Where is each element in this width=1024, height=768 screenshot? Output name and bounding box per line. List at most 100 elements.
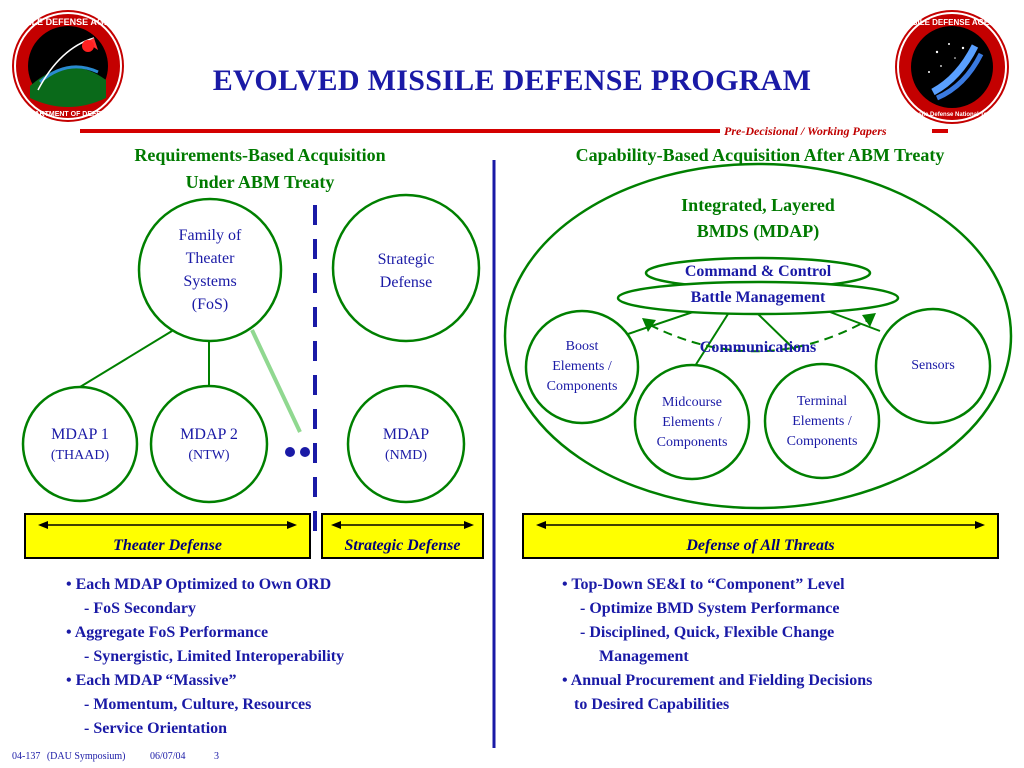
title-rule-end	[932, 129, 948, 133]
footer-date: 06/07/04	[149, 751, 186, 762]
bm-to-sensors-line	[829, 311, 881, 332]
bmds-label-line: Integrated, Layered	[681, 195, 835, 215]
mdap1-name: MDAP 1	[51, 426, 109, 443]
bmds-ellipse	[503, 162, 1013, 510]
strategic-defense-band: Strategic Defense	[321, 513, 484, 559]
left-bullet-text: Each MDAP Optimized to Own ORD	[75, 576, 332, 593]
boost-label-line: Components	[546, 379, 618, 394]
strategic-label-line: Strategic	[377, 251, 435, 268]
fos-to-dots-line	[250, 329, 302, 433]
left-sub-bullet-text: Service Orientation	[93, 720, 228, 737]
ellipsis-dot-2	[300, 447, 310, 457]
left-bullet-text: Each MDAP “Massive”	[75, 672, 237, 689]
terminal-label: Terminal Elements / Components	[767, 392, 877, 452]
comms-arrowhead-left	[642, 318, 656, 332]
ellipsis-dot-1	[285, 447, 295, 457]
right-sub-bullet-text: Disciplined, Quick, Flexible Change	[589, 624, 835, 641]
left-bullet: • Each MDAP Optimized to Own ORD	[66, 576, 332, 593]
right-sub-bullet: - Optimize BMD System Performance	[580, 600, 840, 617]
left-sub-bullet-text: Synergistic, Limited Interoperability	[93, 648, 345, 665]
right-bullet-list: • Top-Down SE&I to “Component” Level - O…	[562, 573, 1012, 717]
left-bullet: • Aggregate FoS Performance	[66, 624, 269, 641]
left-header: Requirements-Based Acquisition Under ABM…	[60, 142, 460, 196]
left-sub-bullet: - Momentum, Culture, Resources	[84, 696, 312, 713]
battle-management-ellipse	[616, 280, 900, 316]
strategic-defense-label: Strategic Defense	[346, 248, 466, 294]
comms-arrowhead-right	[862, 313, 876, 327]
mda-logo-left: MISSILE DEFENSE AGENCY DEPARTMENT OF DEF…	[7, 8, 129, 124]
svg-text:Missile Defense National Team: Missile Defense National Team	[908, 112, 995, 118]
fos-label-line: Theater	[185, 250, 235, 267]
theater-defense-band: Theater Defense	[24, 513, 311, 559]
midcourse-label-line: Elements /	[662, 415, 722, 430]
right-bullet-text: Annual Procurement and Fielding Decision…	[570, 672, 873, 689]
working-papers-label: Pre-Decisional / Working Papers	[724, 124, 887, 138]
communications-label: Communications	[699, 339, 817, 356]
mdap-nmd-label: MDAP (NMD)	[346, 424, 466, 466]
terminal-label-line: Terminal	[796, 394, 848, 409]
title-rule	[80, 129, 720, 133]
boost-circle	[524, 309, 640, 425]
footer-event: (DAU Symposium)	[46, 751, 126, 762]
strategic-defense-band-label: Strategic Defense	[344, 537, 461, 554]
theater-defense-label: Theater Defense	[113, 537, 222, 554]
midcourse-circle	[633, 363, 751, 481]
right-sub-bullet: - Disciplined, Quick, Flexible Change	[580, 624, 835, 641]
battle-management-label: Battle Management	[690, 289, 826, 306]
sensors-label: Sensors	[911, 358, 955, 373]
fos-label-line: (FoS)	[191, 296, 229, 313]
footer-id: 04-137	[12, 751, 41, 762]
sensors-circle	[874, 307, 992, 425]
terminal-label-line: Components	[786, 434, 858, 449]
left-header-line2: Under ABM Treaty	[185, 172, 335, 192]
svg-text:MISSILE DEFENSE AGENCY: MISSILE DEFENSE AGENCY	[898, 18, 1007, 27]
terminal-circle	[763, 362, 881, 480]
bmds-label: Integrated, Layered BMDS (MDAP)	[620, 192, 896, 244]
bm-to-terminal-line	[757, 313, 796, 351]
bm-to-midcourse-line	[694, 313, 729, 367]
mdap1-label: MDAP 1 (THAAD)	[20, 424, 140, 466]
bmds-label-line: BMDS (MDAP)	[696, 221, 820, 241]
midcourse-label-line: Components	[656, 435, 728, 450]
strategic-label-line: Defense	[379, 274, 433, 291]
fos-label: Family of Theater Systems (FoS)	[150, 224, 270, 316]
right-sub-bullet-continuation: Management	[599, 648, 689, 665]
mdap1-circle	[21, 385, 139, 503]
fos-label-line: Systems	[183, 273, 237, 290]
bm-to-boost-line	[621, 311, 694, 337]
all-threats-label: Defense of All Threats	[686, 537, 835, 554]
strategic-defense-circle	[331, 193, 481, 343]
right-bullet-text: Top-Down SE&I to “Component” Level	[571, 576, 845, 593]
mdap-nmd-system: (NMD)	[385, 448, 427, 463]
mdap-nmd-circle	[346, 384, 466, 504]
mdap2-name: MDAP 2	[180, 426, 238, 443]
right-sub-bullet-text: Optimize BMD System Performance	[589, 600, 840, 617]
mdap2-label: MDAP 2 (NTW)	[149, 424, 269, 466]
mdap2-system: (NTW)	[188, 448, 230, 463]
left-sub-bullet: - Service Orientation	[84, 720, 228, 737]
right-bullet-continuation: to Desired Capabilities	[574, 696, 730, 713]
footer-page: 3	[214, 751, 220, 762]
all-threats-arrow	[536, 521, 985, 529]
fos-label-line: Family of	[178, 227, 242, 244]
right-bullet: • Top-Down SE&I to “Component” Level	[562, 576, 845, 593]
left-header-line1: Requirements-Based Acquisition	[134, 145, 386, 165]
mdap1-system: (THAAD)	[50, 448, 110, 463]
boost-label: Boost Elements / Components	[527, 337, 637, 397]
left-bullet-list: • Each MDAP Optimized to Own ORD - FoS S…	[66, 573, 486, 741]
boost-label-line: Elements /	[552, 359, 612, 374]
right-header: Capability-Based Acquisition After ABM T…	[575, 145, 945, 165]
fos-circle	[137, 197, 283, 343]
page-title: EVOLVED MISSILE DEFENSE PROGRAM	[212, 64, 812, 97]
mda-logo-right: MISSILE DEFENSE AGENCY Missile Defense N…	[893, 8, 1011, 126]
theater-defense-arrow	[38, 521, 297, 529]
strategic-defense-arrow	[331, 521, 474, 529]
mdap2-circle	[149, 384, 269, 504]
fos-to-mdap1-line	[79, 330, 173, 388]
mdap-nmd-name: MDAP	[382, 426, 430, 443]
left-sub-bullet: - FoS Secondary	[84, 600, 196, 617]
left-sub-bullet-text: Momentum, Culture, Resources	[93, 696, 312, 713]
all-threats-band: Defense of All Threats	[522, 513, 999, 559]
right-bullet: • Annual Procurement and Fielding Decisi…	[562, 672, 873, 689]
